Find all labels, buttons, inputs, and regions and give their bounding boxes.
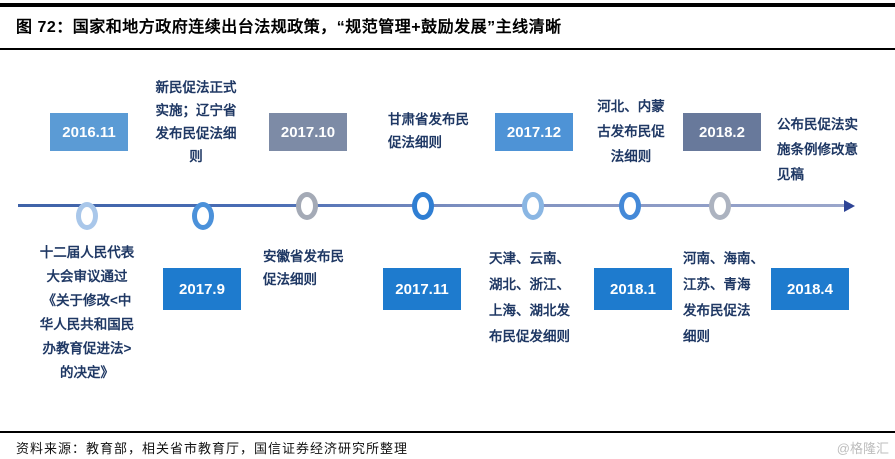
- top-divider: [0, 3, 895, 7]
- arrow-right-icon: [844, 200, 855, 212]
- callout-2017-12: 2017.12: [495, 113, 573, 166]
- timeline-node: [76, 202, 98, 230]
- timeline-node: [522, 192, 544, 220]
- timeline-node: [619, 192, 641, 220]
- event-note: 新民促法正式 实施；辽宁省 发布民促法细 则: [155, 80, 237, 164]
- callout-2017-11: 2017.11: [383, 253, 461, 310]
- callout-date: 2018.1: [610, 280, 656, 298]
- timeline-node: [709, 192, 731, 220]
- callout-2017-9: 2017.9: [163, 253, 241, 310]
- source-note: 资料来源：教育部，相关省市教育厅，国信证券经济研究所整理: [16, 441, 409, 456]
- event-note: 公布民促法实 施条例修改意 见稿: [777, 117, 858, 182]
- event-note: 河北、内蒙 古发布民促 法细则: [597, 99, 665, 164]
- event-note: 天津、云南、 湖北、浙江、 上海、湖北发 布民促发细则: [489, 251, 570, 344]
- callout-date: 2018.4: [787, 280, 833, 298]
- event-note: 安徽省发布民 促法细则: [263, 249, 344, 287]
- timeline-node: [296, 192, 318, 220]
- callout-2017-10: 2017.10: [269, 113, 347, 166]
- callout-date: 2017.11: [395, 280, 449, 298]
- callout-date: 2017.9: [179, 280, 225, 298]
- timeline-node: [192, 202, 214, 230]
- page-title: 图 72：国家和地方政府连续出台法规政策，“规范管理+鼓励发展”主线清晰: [16, 19, 562, 36]
- callout-date: 2018.2: [699, 123, 745, 141]
- title-divider: [0, 48, 895, 50]
- event-note: 十二届人民代表 大会审议通过 《关于修改<中 华人民共和国民 办教育促进法> 的…: [39, 245, 135, 380]
- callout-2016-11: 2016.11: [50, 113, 128, 166]
- watermark: @格隆汇: [836, 441, 889, 456]
- timeline-node: [412, 192, 434, 220]
- callout-2018-2: 2018.2: [683, 113, 761, 166]
- footer-divider: [0, 431, 895, 433]
- event-note: 甘肃省发布民 促法细则: [388, 112, 469, 150]
- event-note: 河南、海南、 江苏、青海 发布民促法 细则: [683, 251, 764, 344]
- callout-date: 2016.11: [62, 123, 116, 141]
- callout-date: 2017.10: [280, 123, 336, 141]
- callout-date: 2017.12: [506, 123, 562, 141]
- callout-2018-4: 2018.4: [771, 253, 849, 310]
- callout-2018-1: 2018.1: [594, 253, 672, 310]
